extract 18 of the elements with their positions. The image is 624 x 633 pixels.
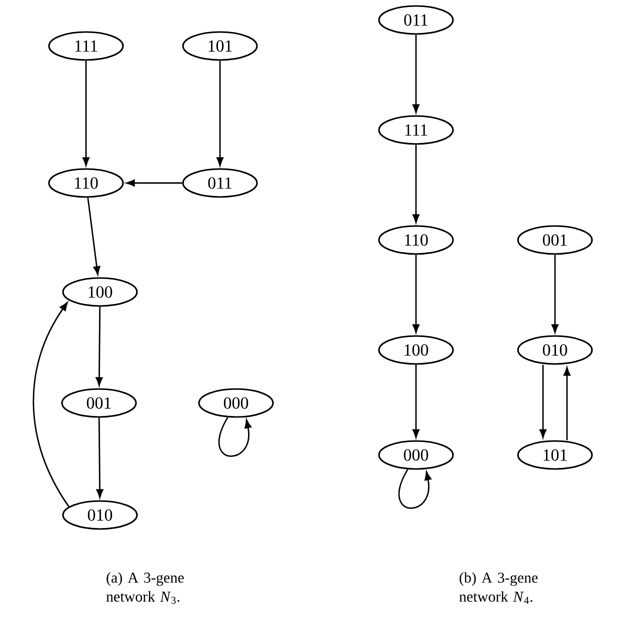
arrow: [412, 254, 420, 333]
arrow: [398, 469, 432, 509]
arrow: [412, 144, 420, 223]
arrow: [216, 60, 224, 166]
arrow: [96, 306, 103, 386]
arrow: [412, 34, 420, 113]
arrow: [96, 418, 104, 498]
arrow: [540, 364, 546, 438]
caption: (a) A 3-gene network N$_{3}$.: [106, 572, 184, 604]
arrow: [564, 367, 570, 440]
arrow: [412, 364, 420, 438]
arrow: [126, 180, 182, 186]
arrow: [82, 60, 90, 166]
caption: (b) A 3-gene network N$_{4}$.: [459, 572, 538, 604]
arrow: [218, 417, 252, 457]
arrow: [87, 198, 100, 275]
arrow: [32, 302, 70, 508]
arrow: [552, 254, 558, 333]
